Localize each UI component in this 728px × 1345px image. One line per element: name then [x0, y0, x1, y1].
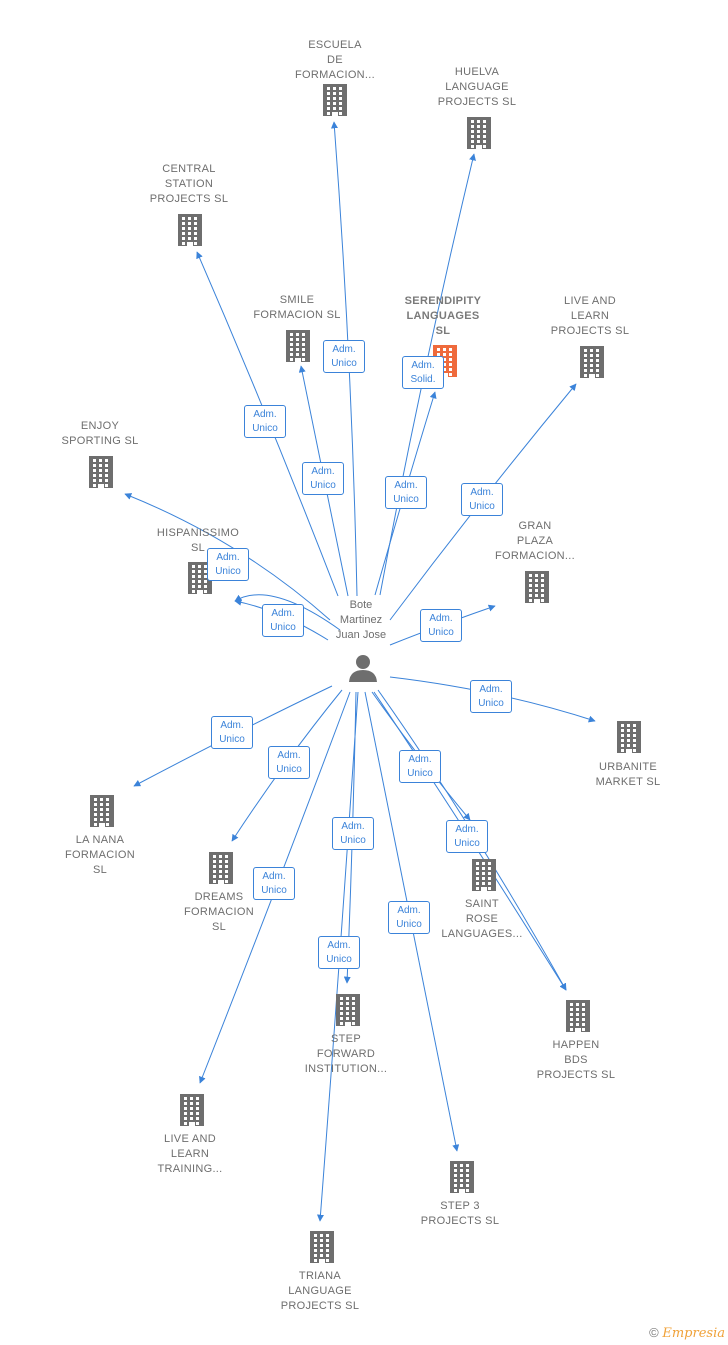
edge-label-happen[interactable]: Adm. Unico — [446, 820, 488, 853]
company-node-lanana[interactable] — [87, 793, 117, 834]
edge-label-huelva[interactable]: Adm. Unico — [385, 476, 427, 509]
company-node-stepforward[interactable] — [333, 992, 363, 1033]
building-icon-livelearnp — [580, 346, 604, 378]
building-icon-lanana — [90, 795, 114, 827]
company-label-escuela[interactable]: ESCUELA DE FORMACION... — [295, 39, 375, 81]
edge-label-step3[interactable]: Adm. Unico — [388, 901, 430, 934]
company-node-huelva[interactable] — [464, 115, 494, 156]
company-node-hispanissimo[interactable] — [185, 560, 215, 601]
footer: © Empresia — [649, 1325, 725, 1341]
company-label-granplaza[interactable]: GRAN PLAZA FORMACION... — [495, 520, 575, 562]
building-icon-enjoy — [89, 456, 113, 488]
company-label-step3[interactable]: STEP 3 PROJECTS SL — [420, 1200, 500, 1227]
building-icon-saintrose — [472, 859, 496, 891]
company-label-livelearnp[interactable]: LIVE AND LEARN PROJECTS SL — [550, 295, 630, 337]
edge-label-granplaza[interactable]: Adm. Unico — [420, 609, 462, 642]
edge-label-urbanite[interactable]: Adm. Unico — [470, 680, 512, 713]
building-icon-huelva — [467, 117, 491, 149]
copyright-symbol: © — [649, 1325, 659, 1340]
building-icon-livelearnt — [180, 1094, 204, 1126]
company-label-huelva[interactable]: HUELVA LANGUAGE PROJECTS SL — [437, 66, 517, 108]
company-node-granplaza[interactable] — [522, 569, 552, 610]
brand-logo[interactable]: Empresia — [662, 1326, 725, 1341]
company-node-step3[interactable] — [447, 1159, 477, 1200]
building-icon-granplaza — [525, 571, 549, 603]
edge-label-central[interactable]: Adm. Unico — [244, 405, 286, 438]
edge-label-triana[interactable]: Adm. Unico — [318, 936, 360, 969]
building-icon-stepforward — [336, 994, 360, 1026]
building-icon-triana — [310, 1231, 334, 1263]
company-label-livelearnt[interactable]: LIVE AND LEARN TRAINING... — [157, 1133, 223, 1175]
edge-label-lanana[interactable]: Adm. Unico — [211, 716, 253, 749]
building-icon-step3 — [450, 1161, 474, 1193]
person-label[interactable]: Bote Martinez Juan Jose — [335, 599, 387, 641]
building-icon-dreams — [209, 852, 233, 884]
edge-label-livelearnt[interactable]: Adm. Unico — [253, 867, 295, 900]
company-label-triana[interactable]: TRIANA LANGUAGE PROJECTS SL — [280, 1270, 360, 1312]
edge-label-hispanissimo[interactable]: Adm. Unico — [262, 604, 304, 637]
company-label-serendipity[interactable]: SERENDIPITY LANGUAGES SL — [404, 295, 482, 337]
edge-label-enjoy[interactable]: Adm. Unico — [207, 548, 249, 581]
company-node-livelearnp[interactable] — [577, 344, 607, 385]
company-label-happen[interactable]: HAPPEN BDS PROJECTS SL — [536, 1039, 616, 1081]
building-icon-smile — [286, 330, 310, 362]
company-label-lanana[interactable]: LA NANA FORMACION SL — [65, 834, 135, 876]
company-label-stepforward[interactable]: STEP FORWARD INSTITUTION... — [304, 1033, 388, 1075]
company-node-happen[interactable] — [563, 998, 593, 1039]
building-icon-escuela — [323, 84, 347, 116]
company-node-smile[interactable] — [283, 328, 313, 369]
edge-label-serendipity[interactable]: Adm. Solid. — [402, 356, 444, 389]
building-icon-central — [178, 214, 202, 246]
edge-label-livelearnp[interactable]: Adm. Unico — [461, 483, 503, 516]
edge-label-smile[interactable]: Adm. Unico — [302, 462, 344, 495]
company-node-enjoy[interactable] — [86, 454, 116, 495]
edge-hispanissimo-8 — [234, 594, 341, 631]
edge-label-escuela[interactable]: Adm. Unico — [323, 340, 365, 373]
company-label-smile[interactable]: SMILE FORMACION SL — [253, 294, 341, 321]
company-label-hispanissimo[interactable]: HISPANISSIMO SL — [156, 527, 240, 554]
company-node-livelearnt[interactable] — [177, 1092, 207, 1133]
edge-label-dreams[interactable]: Adm. Unico — [268, 746, 310, 779]
company-node-triana[interactable] — [307, 1229, 337, 1270]
person-icon[interactable] — [348, 653, 378, 683]
company-node-escuela[interactable] — [320, 82, 350, 123]
company-label-central[interactable]: CENTRAL STATION PROJECTS SL — [149, 163, 229, 205]
company-node-urbanite[interactable] — [614, 719, 644, 760]
company-node-saintrose[interactable] — [469, 857, 499, 898]
company-label-dreams[interactable]: DREAMS FORMACION SL — [184, 891, 254, 933]
company-label-saintrose[interactable]: SAINT ROSE LANGUAGES... — [441, 898, 523, 940]
building-icon-urbanite — [617, 721, 641, 753]
building-icon-happen — [566, 1000, 590, 1032]
company-node-dreams[interactable] — [206, 850, 236, 891]
edge-label-saintrose[interactable]: Adm. Unico — [399, 750, 441, 783]
company-node-central[interactable] — [175, 212, 205, 253]
company-label-urbanite[interactable]: URBANITE MARKET SL — [595, 761, 661, 788]
building-icon-hispanissimo — [188, 562, 212, 594]
edge-label-stepforward[interactable]: Adm. Unico — [332, 817, 374, 850]
company-label-enjoy[interactable]: ENJOY SPORTING SL — [61, 420, 139, 447]
